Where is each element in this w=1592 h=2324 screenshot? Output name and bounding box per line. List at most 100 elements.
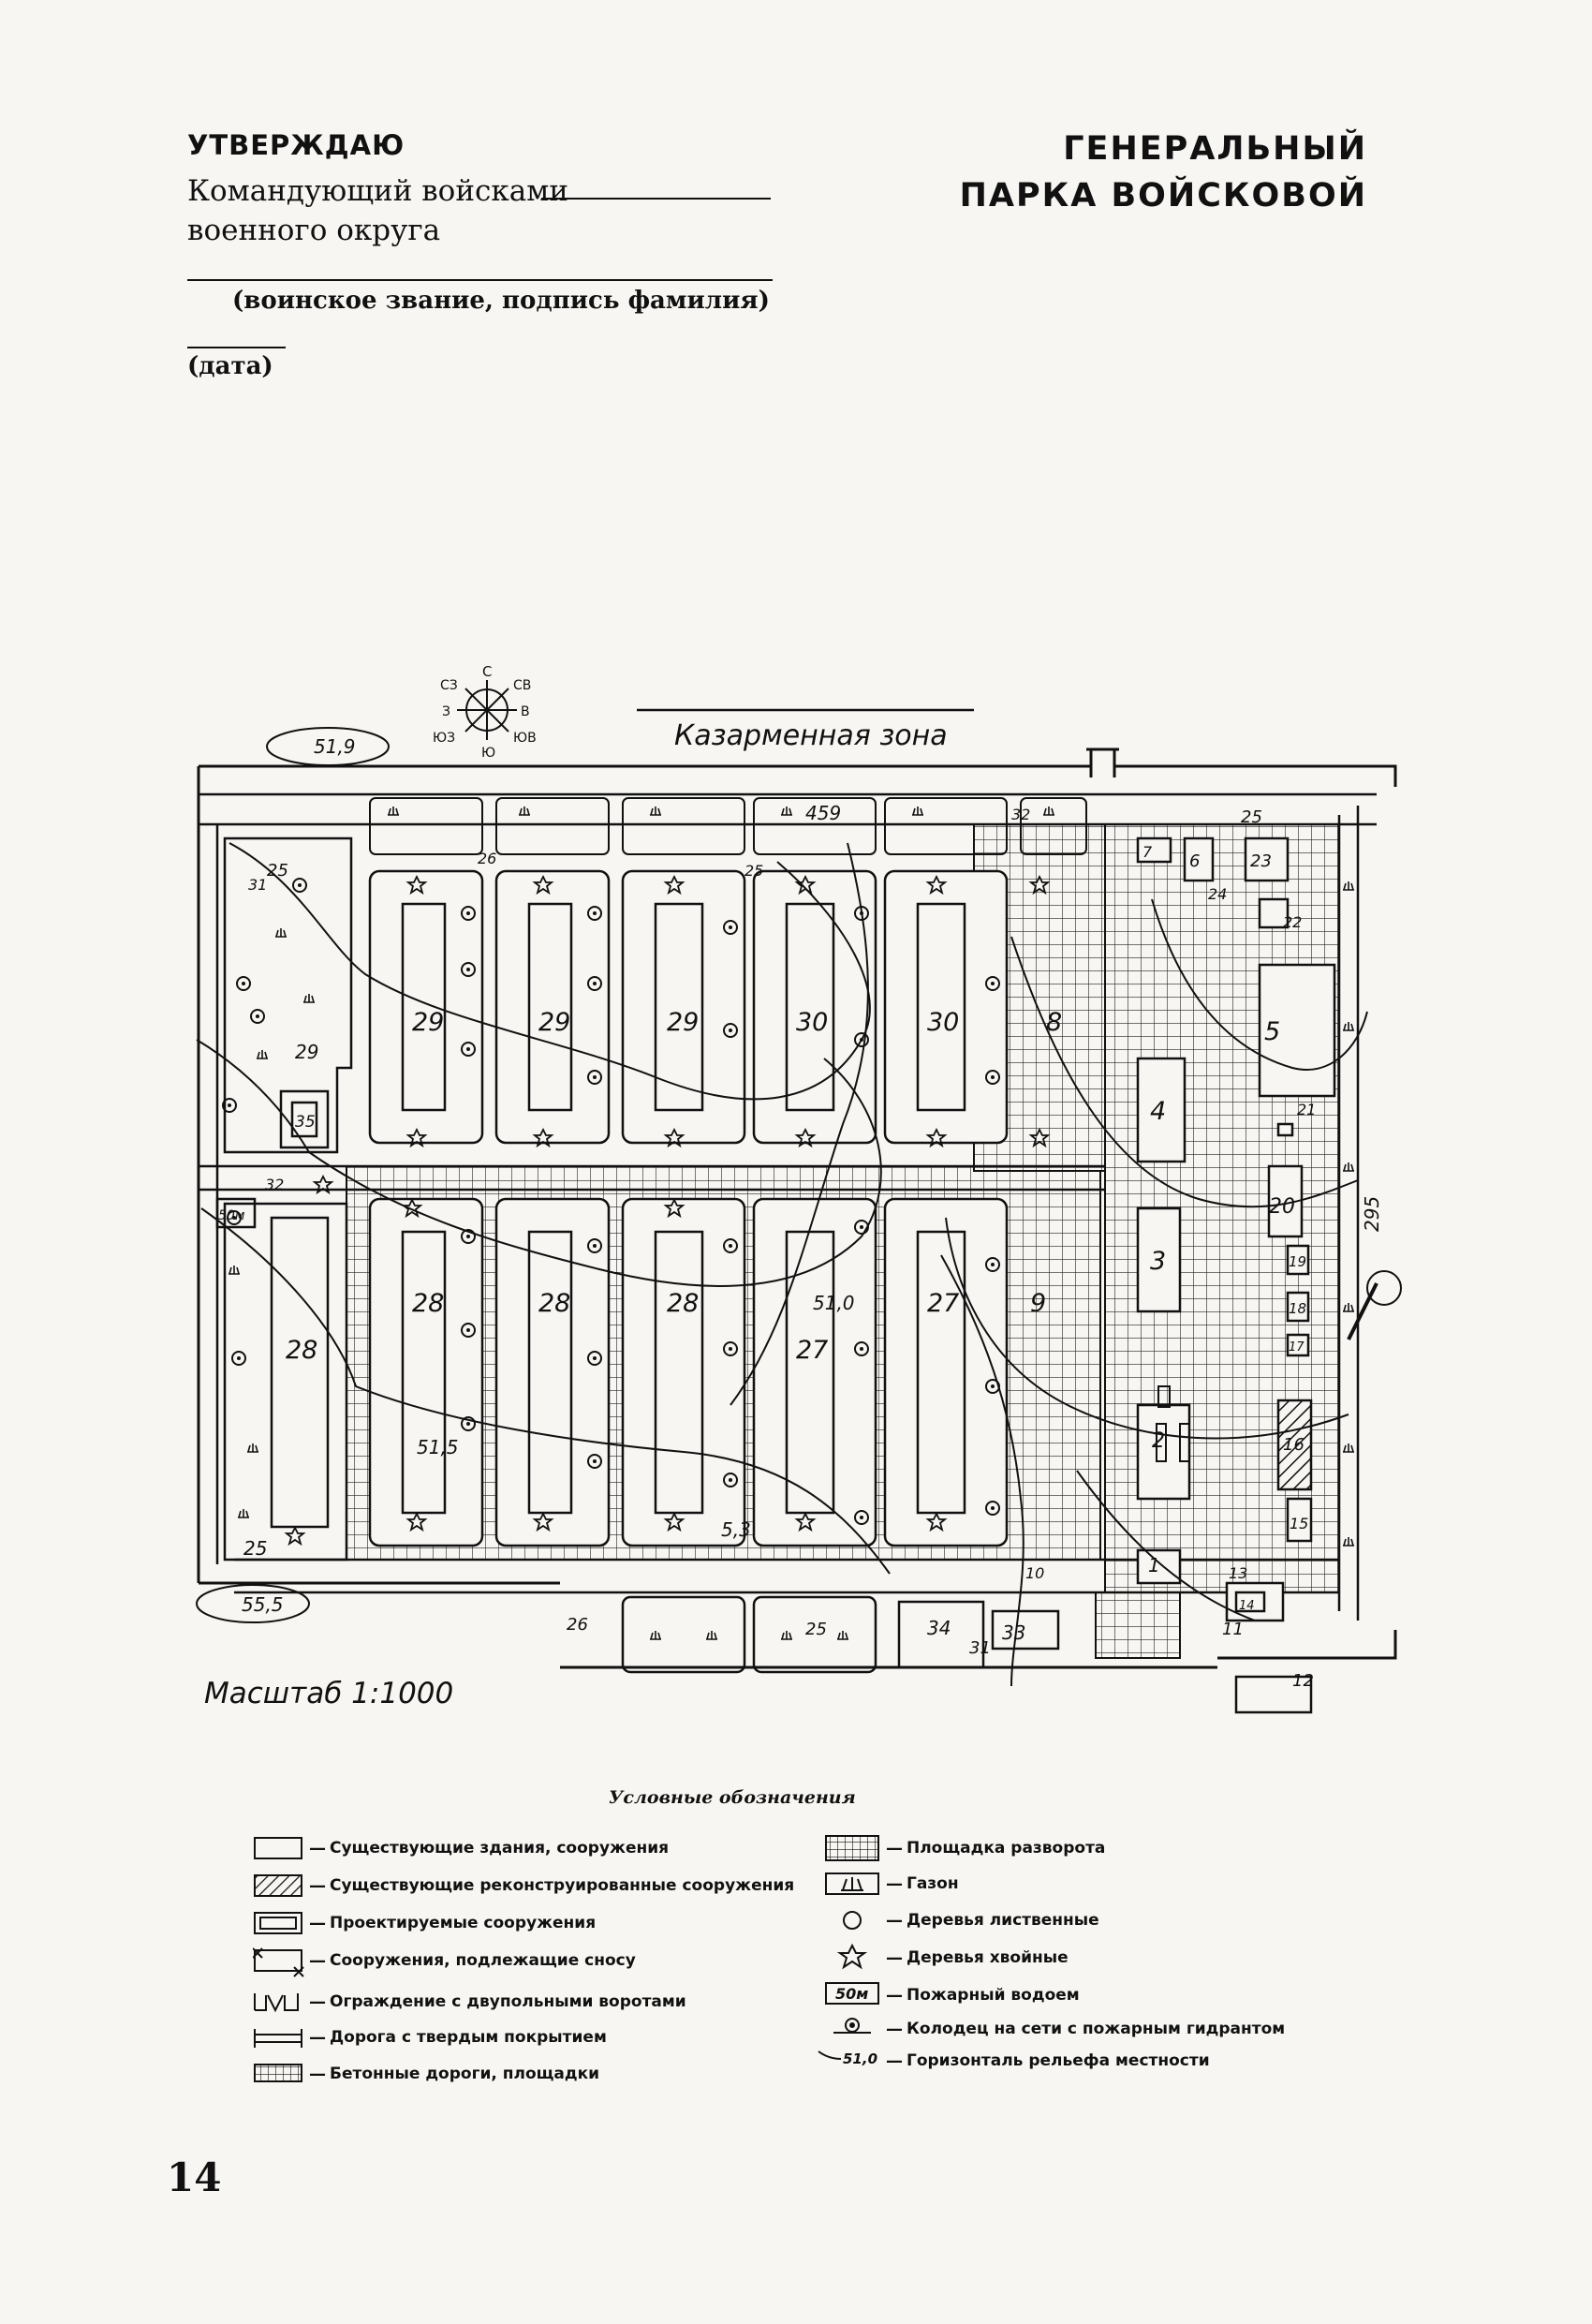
svg-text:—: —: [309, 1992, 326, 2012]
svg-text:35: 35: [295, 1113, 316, 1132]
legend-item-concrete: Бетонные дороги, площадки: [330, 2065, 600, 2083]
svg-text:—: —: [886, 1948, 903, 1968]
legend-symbol-lawn: [825, 1873, 879, 1895]
svg-text:14: 14: [1239, 1599, 1255, 1613]
contour-53: 5,3: [721, 1518, 751, 1541]
roads: [199, 792, 1377, 1621]
legend-item-contour: Горизонталь рельефа местности: [907, 2051, 1210, 2070]
svg-text:9: 9: [1030, 1289, 1046, 1318]
svg-text:28: 28: [286, 1336, 317, 1365]
compass-nw: СЗ: [440, 678, 458, 693]
legend-symbol-concrete: [254, 2064, 302, 2082]
svg-text:23: 23: [1250, 851, 1272, 871]
compass-rose: С СВ В ЮВ Ю ЮЗ З СЗ: [433, 663, 537, 761]
svg-text:21: 21: [1297, 1101, 1316, 1118]
approval-dash-line: [541, 198, 771, 200]
compass-se: ЮВ: [513, 731, 537, 746]
page-title: ГЕНЕРАЛЬНЫЙ ПАРКА ВОЙСКОВОЙ: [936, 126, 1367, 219]
svg-text:10: 10: [1025, 1564, 1044, 1582]
legend-symbol-projected: [254, 1912, 302, 1934]
svg-text:32: 32: [265, 1176, 284, 1193]
title-line-1: ГЕНЕРАЛЬНЫЙ: [1063, 130, 1367, 168]
compass-e: В: [521, 704, 530, 719]
left-zone: [215, 836, 353, 1562]
contour-lines: [196, 842, 1368, 1687]
svg-text:25: 25: [1241, 807, 1262, 827]
svg-text:7: 7: [1142, 843, 1153, 861]
legend-symbol-contour: [818, 2050, 842, 2060]
svg-text:28: 28: [412, 1289, 444, 1318]
svg-text:22: 22: [1283, 913, 1302, 931]
signature-caption: (воинское звание, подпись фамилия): [232, 287, 770, 315]
legend-item-conifer: Деревья хвойные: [907, 1948, 1069, 1967]
hydrant-details: [196, 727, 1402, 1623]
svg-text:31: 31: [248, 876, 267, 894]
legend-symbol-conifer: [836, 1943, 868, 1970]
svg-text:34: 34: [927, 1617, 951, 1639]
legend-item-reconstructed: Существующие реконструированные сооружен…: [330, 1876, 795, 1895]
approval-line-district: военного округа: [187, 214, 441, 247]
storage-buildings-lower: [368, 1197, 1009, 1547]
svg-text:—: —: [309, 1876, 326, 1896]
svg-text:28: 28: [538, 1289, 570, 1318]
svg-text:6: 6: [1189, 851, 1200, 871]
svg-text:30: 30: [927, 1008, 959, 1037]
master-plan-map: С СВ В ЮВ Ю ЮЗ З СЗ Казарменная зона Мас…: [196, 663, 1402, 1714]
svg-text:8: 8: [1046, 1008, 1062, 1037]
svg-text:29: 29: [412, 1008, 444, 1037]
elevation-labels: 51,9 55,5 459 51,0 51,5 5,3 295: [242, 735, 1383, 1616]
contour-515: 51,5: [417, 1436, 459, 1458]
legend-item-turning-area: Площадка разворота: [907, 1839, 1106, 1858]
compass-sw: ЮЗ: [433, 731, 455, 746]
svg-text:29: 29: [667, 1008, 699, 1037]
compass-w: З: [442, 704, 450, 719]
dimension-295: 295: [1361, 1196, 1383, 1232]
svg-text:—: —: [886, 1911, 903, 1931]
approval-heading: УТВЕРЖДАЮ: [187, 129, 405, 161]
svg-text:27: 27: [796, 1336, 828, 1365]
legend-symbol-turning-area: [825, 1835, 879, 1861]
legend-symbol-fence: [254, 1993, 299, 2013]
park-fence: [197, 748, 1397, 1669]
building-numbers: 29 29 29 30 30 8 29 28 28 28 27 27 9 28 …: [218, 806, 1316, 1691]
svg-text:11: 11: [1222, 1620, 1244, 1639]
svg-text:2: 2: [1152, 1429, 1165, 1453]
svg-text:5: 5: [1264, 1017, 1280, 1046]
date-line: [187, 347, 286, 348]
svg-text:15: 15: [1290, 1515, 1308, 1532]
compass-ne: СВ: [513, 678, 531, 693]
compass-n: С: [482, 663, 492, 680]
scale-label: Масштаб 1:1000: [204, 1677, 453, 1710]
svg-text:32: 32: [1011, 806, 1030, 823]
svg-text:1: 1: [1148, 1554, 1160, 1576]
svg-text:—: —: [309, 1951, 326, 1971]
legend-item-fire-pond: Пожарный водоем: [907, 1986, 1080, 2005]
legend-symbol-road: [254, 2029, 302, 2048]
elevation-top-left: 51,9: [314, 735, 356, 758]
svg-text:16: 16: [1283, 1435, 1305, 1455]
legend-item-road: Дорога с твердым покрытием: [330, 2028, 607, 2047]
storage-buildings-upper: [368, 869, 1009, 1145]
svg-text:30: 30: [796, 1008, 828, 1037]
svg-text:25: 25: [267, 861, 288, 881]
date-caption: (дата): [187, 352, 273, 380]
svg-text:19: 19: [1289, 1253, 1306, 1270]
legend-item-fence: Ограждение с двупольными воротами: [330, 1992, 686, 2011]
legend-symbols: 50м 51,0 ———— ——— ———— ———: [253, 1835, 903, 2084]
svg-text:—: —: [309, 1914, 326, 1933]
legend-symbol-deciduous: [843, 1911, 862, 1930]
legend-symbol-existing: [254, 1837, 302, 1859]
legend-symbol-fire-pond: [825, 1982, 879, 2005]
legend-item-hydrant: Колодец на сети с пожарным гидрантом: [907, 2020, 1286, 2038]
svg-text:25: 25: [243, 1537, 267, 1560]
svg-text:—: —: [309, 1839, 326, 1858]
svg-text:28: 28: [667, 1289, 699, 1318]
svg-text:29: 29: [538, 1008, 570, 1037]
svg-text:—: —: [309, 2065, 326, 2084]
svg-text:18: 18: [1289, 1300, 1306, 1317]
svg-text:—: —: [886, 1986, 903, 2006]
legend-item-deciduous: Деревья лиственные: [907, 1911, 1099, 1930]
svg-text:26: 26: [478, 850, 496, 867]
legend-fire-pond-label: 50м: [835, 1985, 868, 2003]
svg-text:17: 17: [1289, 1340, 1305, 1354]
